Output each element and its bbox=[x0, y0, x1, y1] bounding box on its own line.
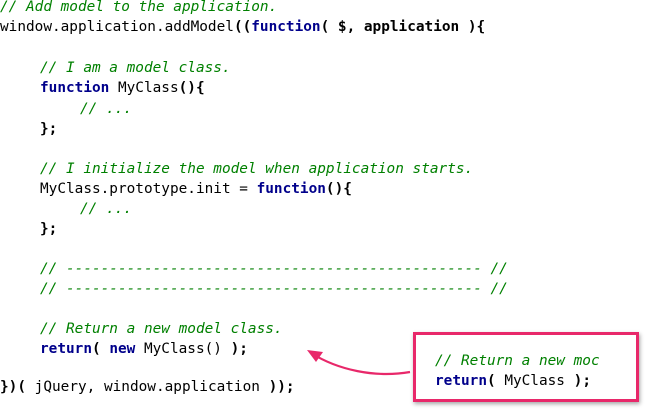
callout-return-line: return( MyClass ); bbox=[435, 371, 591, 391]
keyword-function: function bbox=[256, 181, 326, 197]
identifier: MyClass() bbox=[135, 341, 231, 357]
args: ( $, application ) bbox=[320, 19, 477, 35]
code-line-close-brace: }; bbox=[40, 221, 58, 237]
paren: ) bbox=[230, 341, 240, 357]
comment-ellipsis: // ... bbox=[80, 201, 132, 217]
semicolon: ; bbox=[239, 341, 248, 357]
identifier: MyClass bbox=[109, 80, 179, 96]
paren: ( bbox=[91, 341, 101, 357]
paren: )( bbox=[8, 379, 26, 395]
comment-ellipsis: // ... bbox=[80, 101, 132, 117]
keyword-return: return bbox=[40, 341, 92, 357]
comment-add-model: // Add model to the application. bbox=[0, 0, 278, 15]
args: jQuery, window.application bbox=[26, 379, 269, 395]
callout-comment: // Return a new moc bbox=[435, 353, 600, 369]
code-line-return-new: return( new MyClass() ); bbox=[40, 339, 248, 359]
brace: { bbox=[195, 80, 205, 96]
comment-initialize: // I initialize the model when applicati… bbox=[40, 161, 474, 177]
paren: ( bbox=[486, 373, 496, 389]
comment-separator: // -------------------------------------… bbox=[40, 261, 508, 277]
identifier: MyClass.prototype.init = bbox=[40, 181, 257, 197]
brace: } bbox=[0, 379, 9, 395]
brace: { bbox=[476, 19, 486, 35]
keyword-function: function bbox=[40, 80, 110, 96]
code-line-iife-close: })( jQuery, window.application )); bbox=[0, 377, 295, 397]
code-line-add-model: window.application.addModel((function( $… bbox=[0, 17, 485, 37]
paren: )) bbox=[268, 379, 286, 395]
comment-model-class: // I am a model class. bbox=[40, 60, 231, 76]
arrow-head bbox=[307, 350, 323, 362]
code-line-prototype-init: MyClass.prototype.init = function(){ bbox=[40, 179, 352, 199]
identifier: window.application.addModel bbox=[0, 19, 234, 35]
identifier: MyClass bbox=[495, 373, 574, 389]
code-line-close-brace: }; bbox=[40, 121, 58, 137]
paren: (( bbox=[233, 19, 252, 35]
parens: () bbox=[178, 80, 196, 96]
comment-return: // Return a new model class. bbox=[40, 321, 283, 337]
arrow-curve bbox=[310, 352, 411, 376]
keyword-return: return bbox=[435, 373, 487, 389]
brace: { bbox=[343, 181, 352, 197]
paren: ) bbox=[573, 373, 583, 389]
comment-separator: // -------------------------------------… bbox=[40, 281, 508, 297]
keyword-function: function bbox=[251, 19, 321, 35]
parens: () bbox=[325, 181, 344, 197]
code-line-function-myclass: function MyClass(){ bbox=[40, 78, 205, 98]
callout-box: // Return a new moc return( MyClass ); bbox=[413, 332, 639, 402]
semicolon: ; bbox=[285, 379, 295, 395]
keyword-new: new bbox=[100, 341, 136, 357]
semicolon: ; bbox=[582, 373, 591, 389]
